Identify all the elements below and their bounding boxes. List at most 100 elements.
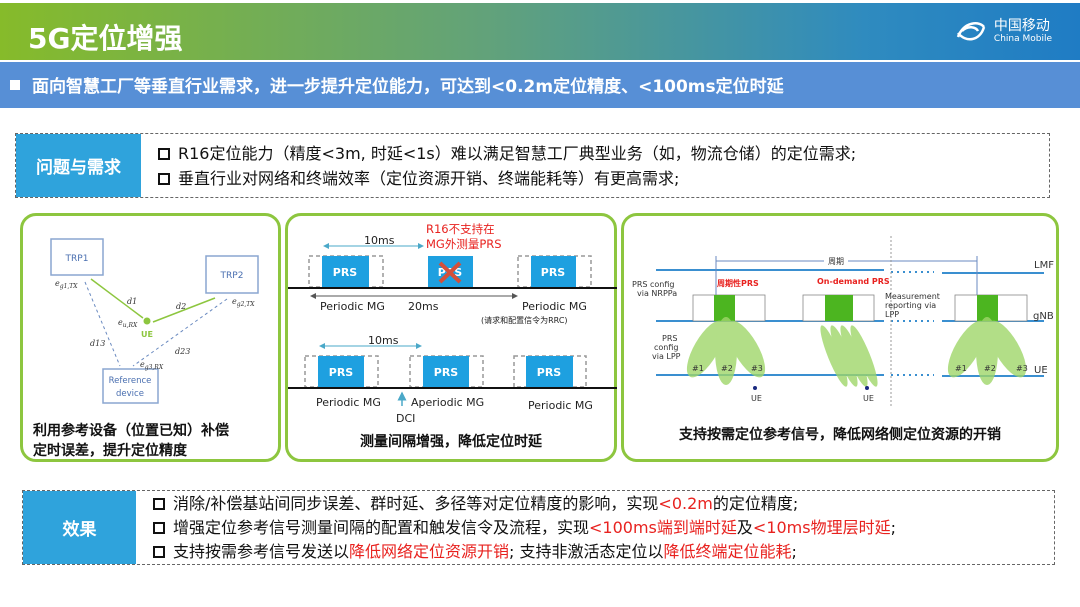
svg-text:d2: d2 xyxy=(176,302,186,311)
page-title: 5G定位增强 xyxy=(28,22,183,55)
svg-text:10ms: 10ms xyxy=(368,334,399,347)
panel2-caption: 测量间隔增强，降低定位时延 xyxy=(360,434,542,450)
svg-text:#1: #1 xyxy=(955,364,967,373)
svg-text:via NRPPa: via NRPPa xyxy=(637,289,677,298)
problem-item: 垂直行业对网络和终端效率（定位资源开销、终端能耗等）有更高需求; xyxy=(158,166,856,191)
r16-note-2: MG外测量PRS xyxy=(426,237,502,251)
svg-text:On-demand PRS: On-demand PRS xyxy=(817,277,890,286)
prs-block xyxy=(526,356,573,387)
svg-text:PRS config: PRS config xyxy=(632,280,674,289)
bullet-square-icon xyxy=(10,80,20,90)
prs-block xyxy=(322,256,369,287)
d2-line xyxy=(152,297,216,323)
effect-text: ; 支持非激活态定位以 xyxy=(509,542,664,561)
effect-item: 消除/补偿基站间同步误差、群时延、多径等对定位精度的影响，实现<0.2m的定位精… xyxy=(153,492,896,516)
checkbox-icon xyxy=(153,522,165,534)
trp2-label: TRP2 xyxy=(220,271,244,281)
trp2-box xyxy=(205,255,259,294)
problem-item: R16定位能力（精度<3m, 时延<1s）难以满足智慧工厂典型业务（如，物流仓储… xyxy=(158,141,856,166)
cross-icon xyxy=(438,261,462,284)
svg-text:PRS: PRS xyxy=(662,334,677,343)
svg-text:Periodic MG: Periodic MG xyxy=(528,399,593,412)
svg-text:周期: 周期 xyxy=(828,257,844,266)
r16-note-1: R16不支持在 xyxy=(426,222,495,236)
checkbox-icon xyxy=(158,148,170,160)
beam-shapes xyxy=(686,317,1027,387)
svg-text:d23: d23 xyxy=(175,347,190,356)
svg-text:PRS: PRS xyxy=(537,366,562,379)
svg-text:#2: #2 xyxy=(721,364,733,373)
prs-block xyxy=(423,356,469,387)
highlight-text: <100ms端到端时延 xyxy=(589,518,737,537)
checkbox-icon xyxy=(158,173,170,185)
svg-text:PRS: PRS xyxy=(329,366,354,379)
effect-text: 增强定位参考信号测量间隔的配置和触发信令及流程，实现 xyxy=(173,518,590,537)
panel3-caption: 支持按需定位参考信号，降低网络侧定位资源的开销 xyxy=(679,427,1001,443)
subtitle-text: 面向智慧工厂等垂直行业需求，进一步提升定位能力，可达到<0.2m定位精度、<10… xyxy=(32,77,784,97)
svg-text:reporting via: reporting via xyxy=(885,301,936,310)
svg-text:UE: UE xyxy=(863,394,874,403)
svg-text:PRS: PRS xyxy=(333,266,358,279)
svg-text:Periodic MG: Periodic MG xyxy=(522,300,587,313)
china-mobile-logo-icon xyxy=(956,22,986,41)
highlight-text: <10ms物理层时延 xyxy=(752,518,891,537)
effect-item: 增强定位参考信号测量间隔的配置和触发信令及流程，实现<100ms端到端时延及<1… xyxy=(153,516,896,540)
problem-label: 问题与需求 xyxy=(16,134,141,197)
svg-text:Measurement: Measurement xyxy=(885,292,940,301)
svg-text:20ms: 20ms xyxy=(408,300,439,313)
svg-text:DCI: DCI xyxy=(396,412,415,425)
reference-device-diagram: TRP1 TRP2 Reference device UE eg1,TX eg2… xyxy=(50,238,259,404)
svg-text:config: config xyxy=(654,343,678,352)
ue-dot xyxy=(143,317,151,325)
svg-text:#1: #1 xyxy=(692,364,704,373)
svg-text:d13: d13 xyxy=(90,339,105,348)
svg-text:eg1,TX: eg1,TX xyxy=(55,279,78,290)
checkbox-icon xyxy=(153,546,165,558)
svg-text:eg3,RX: eg3,RX xyxy=(140,360,164,371)
svg-text:Periodic MG: Periodic MG xyxy=(320,300,385,313)
svg-text:UE: UE xyxy=(1034,365,1048,376)
panel1-caption-1: 利用参考设备（位置已知）补偿 xyxy=(33,423,229,439)
svg-text:#2: #2 xyxy=(984,364,996,373)
svg-text:via LPP: via LPP xyxy=(652,352,681,361)
subtitle-bar: 面向智慧工厂等垂直行业需求，进一步提升定位能力，可达到<0.2m定位精度、<10… xyxy=(0,62,1080,108)
highlight-text: 降低网络定位资源开销 xyxy=(349,542,510,561)
effect-text: 及 xyxy=(736,518,753,537)
ue-label: UE xyxy=(141,330,153,339)
svg-text:UE: UE xyxy=(751,394,762,403)
header-banner: 5G定位增强 中国移动 China Mobile xyxy=(0,3,1080,60)
effect-text: ; xyxy=(890,518,896,537)
svg-text:10ms: 10ms xyxy=(364,234,395,247)
reference-device-box xyxy=(102,368,159,404)
trp1-box xyxy=(50,238,104,276)
svg-text:PRS: PRS xyxy=(434,366,459,379)
prs-block xyxy=(531,256,576,287)
ref-label-2: device xyxy=(116,389,144,399)
panel1-caption-2: 定时误差，提升定位精度 xyxy=(33,443,187,459)
effect-box: 效果 消除/补偿基站间同步误差、群时延、多径等对定位精度的影响，实现<0.2m的… xyxy=(22,490,1055,565)
svg-text:Aperiodic MG: Aperiodic MG xyxy=(411,396,484,409)
svg-text:#3: #3 xyxy=(751,364,763,373)
logo-text-cn: 中国移动 xyxy=(993,17,1050,34)
problem-box: 问题与需求 R16定位能力（精度<3m, 时延<1s）难以满足智慧工厂典型业务（… xyxy=(15,133,1050,198)
svg-text:(请求和配置信令为RRC): (请求和配置信令为RRC) xyxy=(481,315,568,325)
svg-text:LMF: LMF xyxy=(1034,260,1054,271)
highlight-text: <0.2m xyxy=(658,494,713,513)
svg-text:eu,RX: eu,RX xyxy=(118,318,138,329)
d13-line xyxy=(84,281,121,367)
panel-reference-device: TRP1 TRP2 Reference device UE eg1,TX eg2… xyxy=(20,213,281,462)
svg-text:Periodic MG: Periodic MG xyxy=(316,396,381,409)
effect-item: 支持按需参考信号发送以降低网络定位资源开销; 支持非激活态定位以降低终端定位能耗… xyxy=(153,540,896,564)
effect-label: 效果 xyxy=(23,491,136,564)
checkbox-icon xyxy=(153,498,165,510)
logo-text-en: China Mobile xyxy=(993,33,1052,44)
svg-text:d1: d1 xyxy=(127,297,137,306)
prs-block xyxy=(318,356,364,387)
svg-text:周期性PRS: 周期性PRS xyxy=(717,278,759,288)
highlight-text: 降低终端定位能耗 xyxy=(663,542,792,561)
svg-text:gNB: gNB xyxy=(1033,311,1054,322)
